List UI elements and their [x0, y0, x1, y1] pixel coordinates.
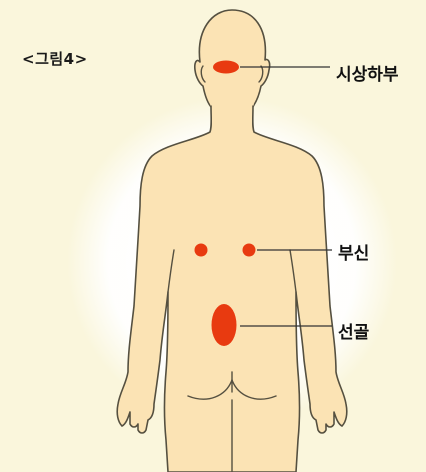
adrenal-marker-right: [243, 244, 256, 257]
head: [195, 10, 270, 108]
figure-label: <그림4>: [22, 48, 88, 69]
label-adrenal: 부신: [338, 239, 369, 264]
hypothalamus-marker: [213, 61, 239, 74]
adrenal-marker-left: [195, 244, 208, 257]
label-sacrum: 선골: [338, 318, 369, 343]
sacrum-marker: [212, 304, 237, 346]
label-hypothalamus: 시상하부: [336, 60, 399, 85]
